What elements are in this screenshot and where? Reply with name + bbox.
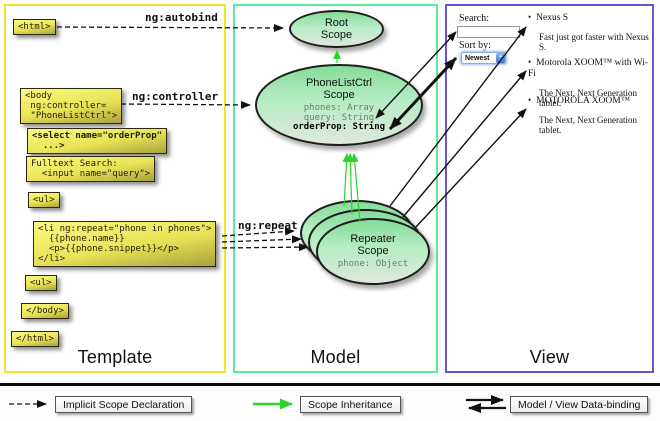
code-box-select: <select name="orderProp" ...> xyxy=(27,128,168,154)
root-scope-title: Root Scope xyxy=(320,17,353,41)
legend-implicit-scope-box: Implicit Scope Declaration xyxy=(55,396,193,413)
search-input[interactable] xyxy=(457,26,520,38)
directive-label-controller: ng:controller xyxy=(132,90,219,103)
item-title: Motorola XOOM™ with Wi-Fi xyxy=(528,58,649,79)
sort-by-label: Sort by: xyxy=(459,40,491,51)
code-box-body-open: <body ng:controller= "PhoneListCtrl"> xyxy=(20,88,123,124)
phonelistctrl-scope-ellipse: PhoneListCtrl Scope phones: Array query:… xyxy=(255,64,423,146)
phone-list-item: •Motorola XOOM™ with Wi-Fi The Next, Nex… xyxy=(528,57,650,108)
item-title-row: • MOTOROLA XOOM™ xyxy=(528,95,650,107)
repeater-scope-title: Repeater Scope xyxy=(350,233,396,258)
item-title: Nexus S xyxy=(536,13,569,23)
repeater-scope-ellipse-front: Repeater Scope phone: Object xyxy=(316,218,430,285)
sort-select-value: Newest xyxy=(465,54,490,62)
item-title-row: • Nexus S xyxy=(528,12,650,24)
code-box-html-open: <html> xyxy=(13,19,56,35)
model-panel-label: Model xyxy=(310,347,361,367)
phone-list-item: • Nexus S Fast just got faster with Nexus… xyxy=(528,12,650,52)
item-title-row: •Motorola XOOM™ with Wi-Fi xyxy=(528,57,650,80)
code-box-fulltext-search: Fulltext Search: <input name="query"> xyxy=(26,156,156,182)
repeater-scope-props: phone: Object xyxy=(338,260,408,270)
select-stepper-icon: ▲▼ xyxy=(496,53,505,63)
model-panel: Model xyxy=(233,4,438,373)
phonelistctrl-scope-props: phones: Array query: String orderProp: S… xyxy=(293,104,385,133)
bullet-icon: • xyxy=(528,12,532,22)
item-description: The Next, Next Generation tablet. xyxy=(539,115,637,135)
code-box-li-repeat: <li ng:repeat="phone in phones"> {{phone… xyxy=(33,221,217,267)
legend-scope-inheritance-box: Scope Inheritance xyxy=(300,396,401,413)
prop-phones: phones: Array xyxy=(303,103,375,114)
code-box-ul-close: <ul> xyxy=(25,275,57,291)
directive-label-repeat: ng:repeat xyxy=(238,219,298,232)
code-box-html-close: </html> xyxy=(11,331,59,347)
legend-divider xyxy=(0,383,660,386)
phonelistctrl-scope-title: PhoneListCtrl Scope xyxy=(305,77,373,102)
item-title: MOTOROLA XOOM™ xyxy=(536,96,631,106)
item-description: Fast just got faster with Nexus S. xyxy=(539,32,649,52)
prop-orderprop: orderProp: String xyxy=(292,122,386,133)
prop-phone: phone: Object xyxy=(337,259,409,270)
view-panel-label: View xyxy=(529,347,570,367)
item-description: The Next, Next Generation tablet. xyxy=(539,88,637,108)
prop-query: query: String xyxy=(303,112,375,123)
legend-data-binding-box: Model / View Data-binding xyxy=(510,396,649,413)
code-box-ul-open: <ul> xyxy=(28,192,60,208)
root-scope-ellipse: Root Scope xyxy=(289,10,384,48)
directive-label-autobind: ng:autobind xyxy=(145,11,218,24)
bullet-icon: • xyxy=(528,57,532,67)
template-panel-label: Template xyxy=(77,347,153,367)
bullet-icon: • xyxy=(528,95,532,105)
sort-select[interactable]: Newest ▲▼ xyxy=(461,52,506,64)
search-label: Search: xyxy=(459,13,489,24)
code-box-body-close: </body> xyxy=(21,303,69,319)
phone-list-item: • MOTOROLA XOOM™ The Next, Next Generatio… xyxy=(528,95,650,135)
